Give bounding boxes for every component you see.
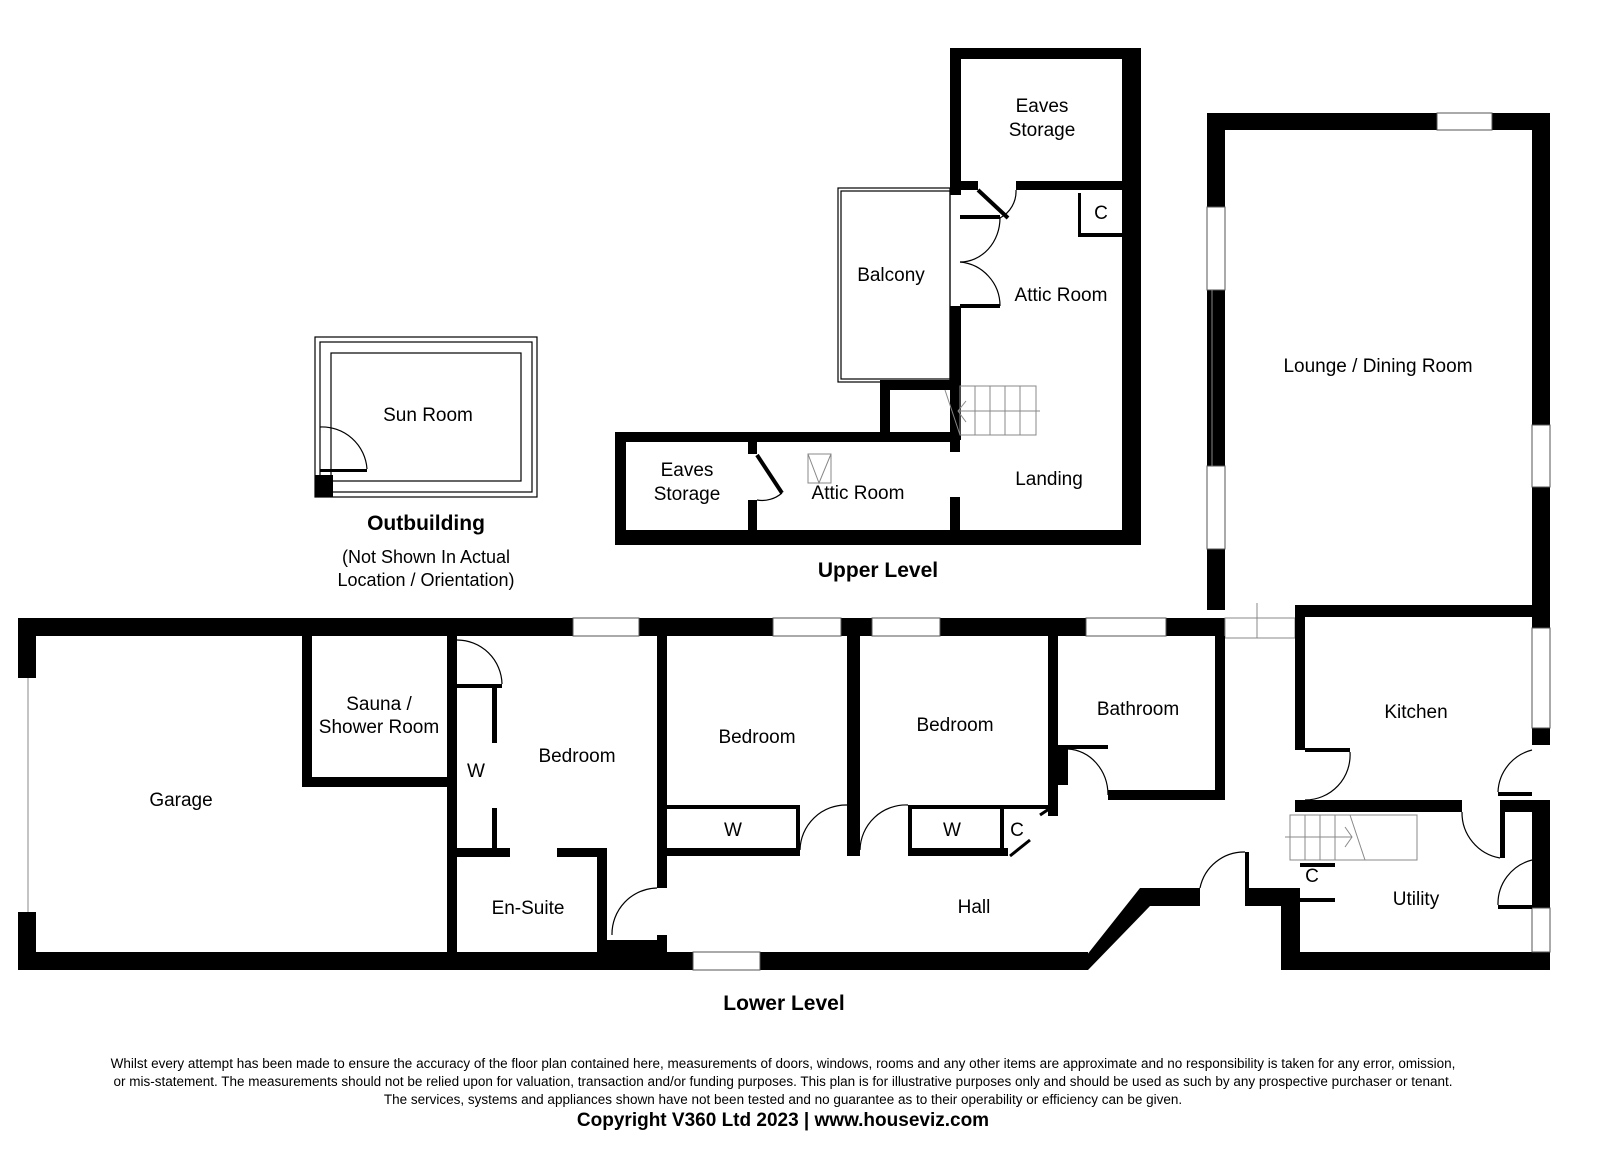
room-cupboard-lower-2: C [1305, 866, 1319, 887]
upper-level-walls [615, 48, 1141, 545]
outbuilding-note-2: Location / Orientation) [337, 570, 514, 590]
room-bedroom-3: Bedroom [916, 715, 993, 736]
room-eaves-storage-top-2: Storage [1009, 120, 1076, 141]
room-bedroom-1: Bedroom [538, 746, 615, 767]
disclaimer-line-2: or mis-statement. The measurements shoul… [113, 1074, 1452, 1089]
lower-level-title: Lower Level [723, 992, 844, 1015]
room-bedroom-2: Bedroom [718, 727, 795, 748]
room-cupboard-upper: C [1094, 203, 1108, 224]
staircase-lower [1285, 814, 1418, 861]
room-wardrobe-1: W [467, 761, 485, 782]
room-ensuite: En-Suite [492, 898, 565, 919]
disclaimer-line-1: Whilst every attempt has been made to en… [111, 1056, 1456, 1071]
room-bathroom: Bathroom [1097, 699, 1179, 720]
room-eaves-storage-left-2: Storage [654, 484, 721, 505]
outbuilding-title: Outbuilding [367, 512, 485, 535]
room-eaves-storage-left: Eaves [661, 460, 714, 481]
room-utility: Utility [1393, 889, 1440, 910]
room-cupboard-lower-1: C [1010, 820, 1024, 841]
room-kitchen: Kitchen [1384, 702, 1447, 723]
copyright: Copyright V360 Ltd 2023 | www.houseviz.c… [577, 1110, 989, 1131]
disclaimer-line-3: The services, systems and appliances sho… [384, 1092, 1182, 1107]
upper-level-labels: Eaves Storage Balcony Attic Room C Eaves… [654, 96, 1108, 582]
room-balcony: Balcony [857, 265, 925, 286]
lower-level-doors [456, 639, 1533, 936]
room-eaves-storage-top: Eaves [1016, 96, 1069, 117]
room-attic-room-bottom: Attic Room [812, 483, 905, 504]
room-sauna: Sauna / [346, 694, 412, 715]
room-hall: Hall [958, 897, 991, 918]
lower-level-walls [18, 112, 1551, 971]
footer: Whilst every attempt has been made to en… [111, 1056, 1456, 1131]
room-attic-room-top: Attic Room [1015, 285, 1108, 306]
room-sauna-2: Shower Room [319, 717, 439, 738]
room-wardrobe-3: W [943, 820, 961, 841]
room-sun-room: Sun Room [383, 405, 473, 426]
staircase-upper [944, 385, 1040, 436]
outbuilding-note-1: (Not Shown In Actual [342, 547, 510, 567]
room-landing: Landing [1015, 469, 1083, 490]
room-lounge-dining: Lounge / Dining Room [1283, 356, 1472, 377]
outbuilding: Sun Room Outbuilding (Not Shown In Actua… [314, 336, 538, 590]
upper-level-title: Upper Level [818, 559, 938, 582]
room-garage: Garage [149, 790, 212, 811]
room-wardrobe-2: W [724, 820, 742, 841]
upper-level-fixtures [756, 187, 1040, 502]
lower-level-labels: Lounge / Dining Room Garage Sauna / Show… [149, 356, 1472, 1015]
